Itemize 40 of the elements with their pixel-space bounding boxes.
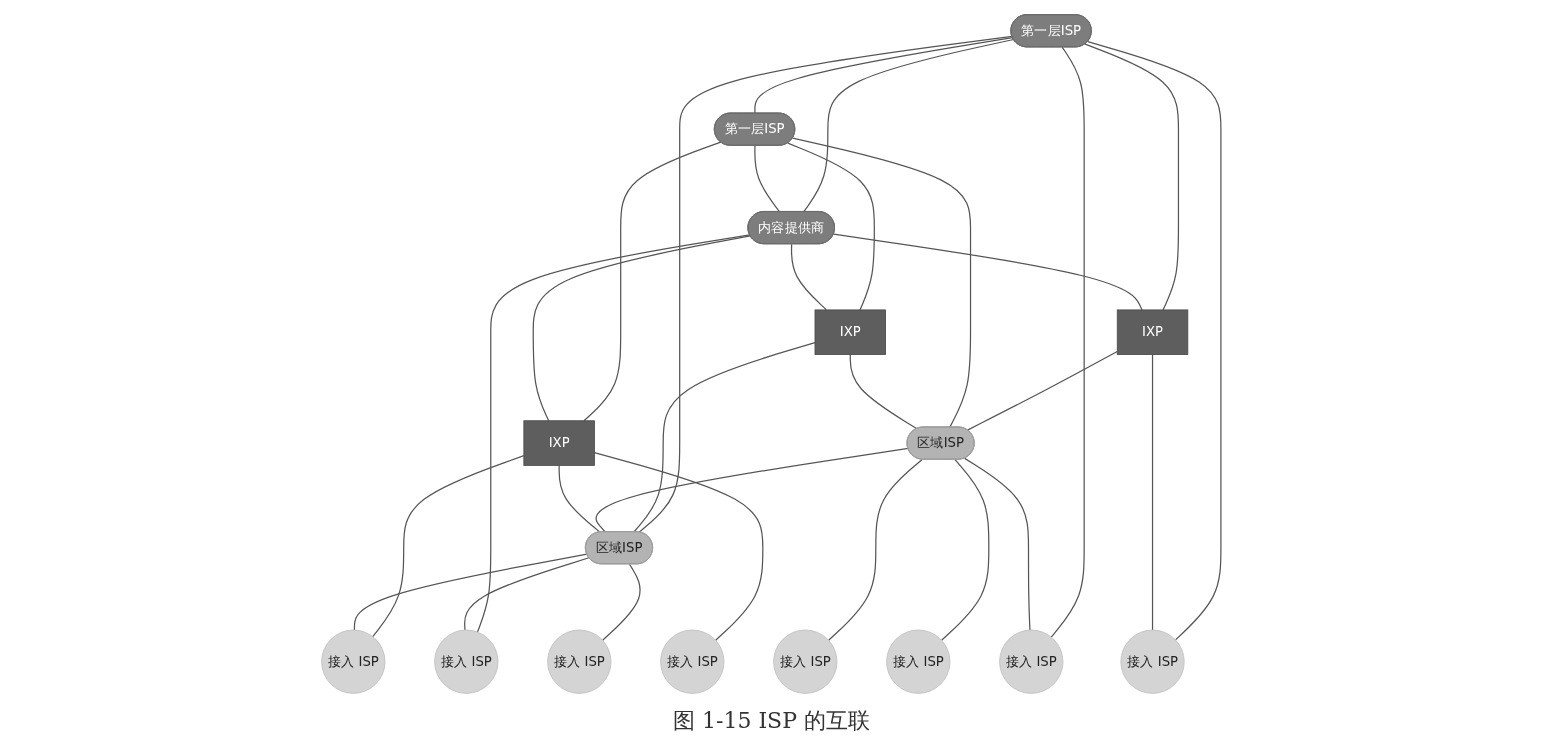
connector	[833, 233, 1143, 311]
node-circle: 接入 ISP	[886, 629, 951, 694]
connector	[754, 145, 781, 213]
node-circle: 接入 ISP	[434, 629, 499, 694]
connector	[1050, 46, 1085, 638]
connector	[1152, 353, 1154, 631]
connector	[792, 137, 972, 428]
node-circle: 接入 ISP	[1120, 629, 1185, 694]
connector	[532, 235, 752, 422]
connector	[828, 458, 924, 641]
node-circle: 接入 ISP	[547, 629, 612, 694]
connector	[1087, 41, 1222, 641]
connector	[638, 35, 1013, 533]
node-box: IXP	[1117, 309, 1189, 355]
connector	[602, 563, 641, 641]
connector	[791, 243, 828, 311]
connector	[849, 353, 918, 430]
figure-caption: 图 1-15 ISP 的互联	[673, 707, 870, 735]
connector	[1084, 43, 1180, 311]
node-box: IXP	[523, 420, 596, 466]
connector	[594, 452, 764, 641]
connector	[754, 37, 1014, 115]
connector	[803, 38, 1015, 213]
connector	[595, 447, 910, 533]
connector	[372, 455, 525, 638]
connector	[353, 553, 588, 631]
node-box: IXP	[814, 309, 887, 355]
node-circle: 接入 ISP	[660, 629, 725, 694]
connector	[583, 141, 722, 422]
connector	[941, 459, 990, 641]
node-circle: 接入 ISP	[321, 629, 386, 694]
connector	[558, 464, 601, 533]
connector	[464, 557, 590, 631]
node-circle: 接入 ISP	[773, 629, 838, 694]
connector	[967, 350, 1119, 431]
connector	[633, 342, 816, 533]
connector	[477, 234, 751, 633]
connector	[964, 457, 1031, 631]
connector	[787, 142, 876, 311]
node-circle: 接入 ISP	[999, 629, 1064, 694]
